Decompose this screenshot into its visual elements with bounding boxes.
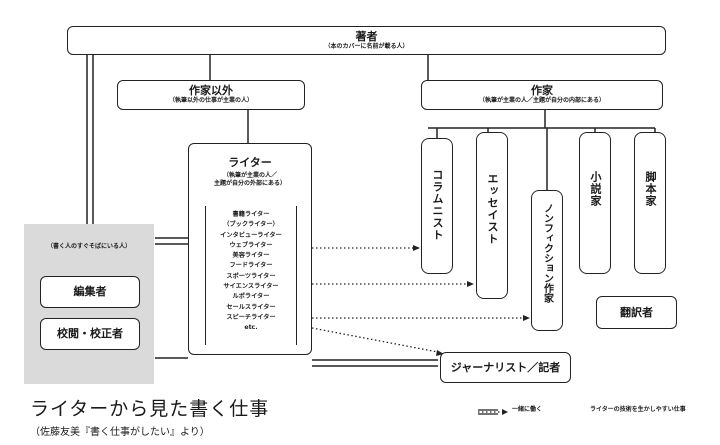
nonfiction-label: ノンフィクション作家 xyxy=(541,203,553,303)
raita-type: インタビューライター xyxy=(220,231,282,239)
raita-type: サイエンスライター xyxy=(223,283,279,291)
proofreader-label: 校閲・校正者 xyxy=(57,327,123,340)
legend-solid-label: 一緒に働く xyxy=(512,406,543,413)
raita-box: ライター （執筆が主業の人／ 主題が自分の外部にある） 書籍ライター （ブックラ… xyxy=(188,143,312,355)
essay-label: エッセイスト xyxy=(486,173,499,245)
writer-sub: （執筆が主業の人／主題が自分の内部にある） xyxy=(478,97,605,104)
novel-box: 小説家 xyxy=(579,132,611,274)
non-writer-box: 作家以外 （執筆以外の仕事が主業の人） xyxy=(117,80,305,110)
script-box: 脚本家 xyxy=(634,132,666,274)
caption-title: ライターから見た書く仕事 xyxy=(30,398,270,420)
proofreader-box: 校閲・校正者 xyxy=(40,318,140,350)
novel-label: 小説家 xyxy=(589,171,602,207)
editor-label: 編集者 xyxy=(73,285,107,298)
side-panel: （書く人のすぐそばにいる人） 編集者 校閲・校正者 xyxy=(24,224,154,384)
non-writer-sub: （執筆以外の仕事が主業の人） xyxy=(168,97,253,104)
author-title: 著者 xyxy=(355,30,378,43)
editor-box: 編集者 xyxy=(40,276,140,308)
raita-type: ルポライター xyxy=(232,293,270,301)
nonfiction-box: ノンフィクション作家 xyxy=(531,190,563,331)
writer-title: 作家 xyxy=(531,84,553,97)
raita-type: 美容ライター xyxy=(232,252,270,260)
column-box: コラムニスト xyxy=(421,138,453,274)
journalist-label: ジャーナリスト／記者 xyxy=(450,361,561,374)
raita-type: フードライター xyxy=(229,262,273,270)
raita-type: スポーツライター xyxy=(226,272,276,280)
raita-type: （ブックライター） xyxy=(223,221,279,229)
raita-type: etc. xyxy=(244,324,258,332)
raita-title: ライター xyxy=(228,156,272,169)
caption-sub: （佐藤友美『書く仕事がしたい』より） xyxy=(30,427,210,438)
author-sub: （本のカバーに名前が載る人） xyxy=(324,43,409,50)
translator-label: 翻訳者 xyxy=(620,306,653,319)
essay-box: エッセイスト xyxy=(476,132,508,299)
non-writer-title: 作家以外 xyxy=(189,84,233,97)
translator-box: 翻訳者 xyxy=(596,296,677,329)
raita-type: セールスライター xyxy=(226,303,276,311)
column-label: コラムニスト xyxy=(431,169,444,241)
writer-box: 作家 （執筆が主業の人／主題が自分の内部にある） xyxy=(421,80,663,110)
raita-type: スピーチライター xyxy=(226,313,276,321)
raita-types-list: 書籍ライター （ブックライター） インタビューライター ウェブライター 美容ライ… xyxy=(205,206,297,345)
legend-dotted-label: ライターの技術を生かしやすい仕事 xyxy=(590,406,686,413)
script-label: 脚本家 xyxy=(644,171,657,207)
journalist-box: ジャーナリスト／記者 xyxy=(440,352,571,383)
raita-type: ウェブライター xyxy=(229,241,273,249)
raita-sub-1: （執筆が主業の人／ xyxy=(222,172,277,179)
author-box: 著者 （本のカバーに名前が載る人） xyxy=(67,26,666,55)
side-panel-label: （書く人のすぐそばにいる人） xyxy=(46,243,131,250)
raita-sub-2: 主題が自分の外部にある） xyxy=(213,180,286,187)
raita-type: 書籍ライター xyxy=(232,211,270,218)
